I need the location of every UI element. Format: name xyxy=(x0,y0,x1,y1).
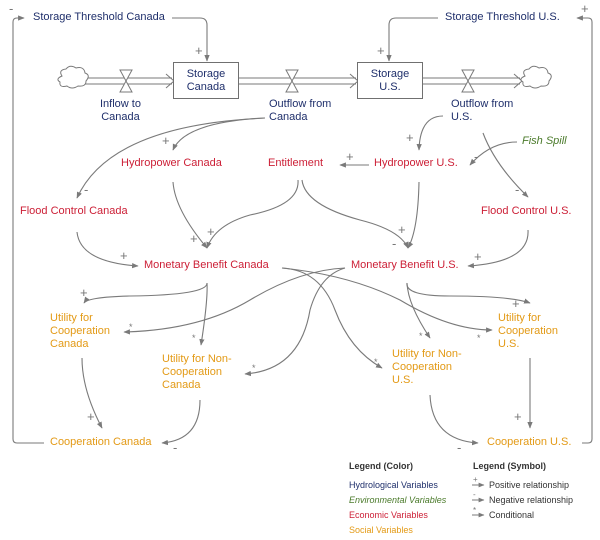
polarity-outflow-canada-hydro: + xyxy=(162,133,170,148)
polarity-mb-us-unoncoop-us: * xyxy=(419,331,423,341)
link-unoncoop-us-coop xyxy=(429,394,479,446)
link-threshold-canada-storage xyxy=(172,17,210,62)
link-outflow-us-hydro xyxy=(416,115,444,151)
polarity-entitlement-mb-us: - xyxy=(392,236,397,251)
legend-symbol-conditional-sign: * xyxy=(473,506,477,515)
polarity-flood-canada-mb: + xyxy=(120,248,128,263)
polarity-mb-canada-ucoop-canada: + xyxy=(80,285,88,300)
var-utility-noncoop-canada[interactable]: Utility for Non- Cooperation Canada xyxy=(162,353,232,391)
polarity-fishspill: - xyxy=(474,149,479,164)
polarity-outflow-us-flood: - xyxy=(515,182,520,197)
link-entitlement-mb-us xyxy=(301,179,409,249)
polarity-ucoop-us-coop: + xyxy=(514,409,522,424)
polarity-mb-canada-unoncoop-us: * xyxy=(374,357,378,367)
polarity-flood-us-mb: + xyxy=(474,249,482,264)
link-mb-us-unoncoop-us xyxy=(406,282,431,339)
valve-outflow-canada-icon xyxy=(285,69,299,93)
polarity-unoncoop-us-coop: - xyxy=(457,440,462,455)
legend-symbol-conditional-label: Conditional xyxy=(489,510,535,520)
polarity-threshold-canada: + xyxy=(195,43,203,58)
link-hydro-us-mb xyxy=(407,181,420,249)
var-outflow-canada[interactable]: Outflow from Canada xyxy=(269,98,332,123)
polarity-coop-us-threshold: + xyxy=(581,1,589,16)
polarity-hydro-us-entitlement: + xyxy=(346,149,354,164)
stock-storage-us[interactable]: Storage U.S. xyxy=(357,62,423,99)
polarity-mb-us-ucoop-canada: * xyxy=(129,322,133,332)
var-storage-threshold-us[interactable]: Storage Threshold U.S. xyxy=(445,11,560,23)
polarity-mb-us-unoncoop-canada: * xyxy=(252,363,256,373)
stock-storage-canada[interactable]: Storage Canada xyxy=(173,62,239,99)
var-flood-control-canada[interactable]: Flood Control Canada xyxy=(20,205,128,217)
var-fish-spill[interactable]: Fish Spill xyxy=(522,135,567,147)
link-coop-us-threshold xyxy=(576,15,593,444)
polarity-hydro-canada-mb: + xyxy=(190,231,198,246)
legend-item-economic: Economic Variables xyxy=(349,510,428,520)
link-mb-us-unoncoop-canada xyxy=(244,267,346,377)
polarity-mb-canada-unoncoop-canada: * xyxy=(192,333,196,343)
var-hydropower-us[interactable]: Hydropower U.S. xyxy=(374,157,458,169)
polarity-unoncoop-canada-coop: - xyxy=(173,440,178,455)
valve-outflow-us-icon xyxy=(461,69,475,93)
link-outflow-canada-hydro xyxy=(172,117,266,151)
var-utility-coop-canada[interactable]: Utility for Cooperation Canada xyxy=(50,312,110,350)
polarity-ucoop-canada-coop: + xyxy=(87,409,95,424)
legend-item-environmental: Environmental Variables xyxy=(349,495,447,505)
legend-color-title: Legend (Color) xyxy=(349,461,413,471)
link-flood-us-mb xyxy=(467,229,529,269)
link-flood-canada-mb xyxy=(76,231,139,269)
link-mb-canada-unoncoop-us xyxy=(281,267,383,369)
legend-item-hydrological: Hydrological Variables xyxy=(349,480,438,490)
flow-inflow-canada xyxy=(85,73,175,89)
legend-item-social: Social Variables xyxy=(349,525,413,535)
var-utility-coop-us[interactable]: Utility for Cooperation U.S. xyxy=(498,312,558,350)
polarity-outflow-canada-flood: - xyxy=(84,182,89,197)
link-mb-us-ucoop-us xyxy=(406,282,531,304)
var-outflow-us[interactable]: Outflow from U.S. xyxy=(451,98,514,123)
polarity-mb-us-ucoop-us: + xyxy=(512,296,520,311)
link-outflow-canada-flood xyxy=(76,117,266,199)
sink-cloud-icon xyxy=(520,65,552,89)
link-mb-canada-ucoop-canada xyxy=(83,282,208,304)
link-outflow-us-flood xyxy=(482,132,529,198)
link-coop-canada-threshold xyxy=(12,15,44,444)
var-storage-threshold-canada[interactable]: Storage Threshold Canada xyxy=(33,11,165,23)
link-entitlement-mb-canada xyxy=(206,179,299,249)
link-mb-us-ucoop-canada xyxy=(123,267,346,335)
polarity-mb-canada-ucoop-us: * xyxy=(477,333,481,343)
legend-symbol-negative-label: Negative relationship xyxy=(489,495,574,505)
link-fishspill-hydro-us xyxy=(469,141,518,166)
legend-symbol-positive-sign: + xyxy=(473,475,478,484)
valve-inflow-icon xyxy=(119,69,133,93)
link-mb-canada-ucoop-us xyxy=(281,267,493,333)
link-mb-canada-unoncoop-canada xyxy=(199,282,208,346)
var-entitlement[interactable]: Entitlement xyxy=(268,157,324,169)
link-unoncoop-canada-coop xyxy=(161,399,201,446)
legend-symbol-positive-label: Positive relationship xyxy=(489,480,570,490)
polarity-outflow-us-hydro: + xyxy=(406,130,414,145)
polarity-entitlement-mb-canada: + xyxy=(207,224,215,239)
var-flood-control-us[interactable]: Flood Control U.S. xyxy=(481,205,572,217)
link-ucoop-canada-coop xyxy=(81,357,103,429)
var-cooperation-canada[interactable]: Cooperation Canada xyxy=(50,436,152,448)
flow-outflow-us xyxy=(422,73,523,89)
var-hydropower-canada[interactable]: Hydropower Canada xyxy=(121,157,222,169)
var-cooperation-us[interactable]: Cooperation U.S. xyxy=(487,436,572,448)
polarity-hydro-us-mb: + xyxy=(398,222,406,237)
var-monetary-benefit-canada[interactable]: Monetary Benefit Canada xyxy=(144,259,269,271)
var-monetary-benefit-us[interactable]: Monetary Benefit U.S. xyxy=(351,259,459,271)
var-inflow-canada[interactable]: Inflow to Canada xyxy=(100,98,141,123)
polarity-threshold-us: + xyxy=(377,43,385,58)
legend-symbol-title: Legend (Symbol) xyxy=(473,461,547,471)
var-utility-noncoop-us[interactable]: Utility for Non- Cooperation U.S. xyxy=(392,348,462,386)
legend-symbol-negative-sign: - xyxy=(473,490,476,499)
link-threshold-us-storage xyxy=(386,17,438,62)
link-hydro-canada-mb xyxy=(172,181,208,249)
source-cloud-icon xyxy=(57,65,89,89)
flow-outflow-canada xyxy=(238,73,359,89)
polarity-coop-canada-threshold: - xyxy=(9,1,14,16)
